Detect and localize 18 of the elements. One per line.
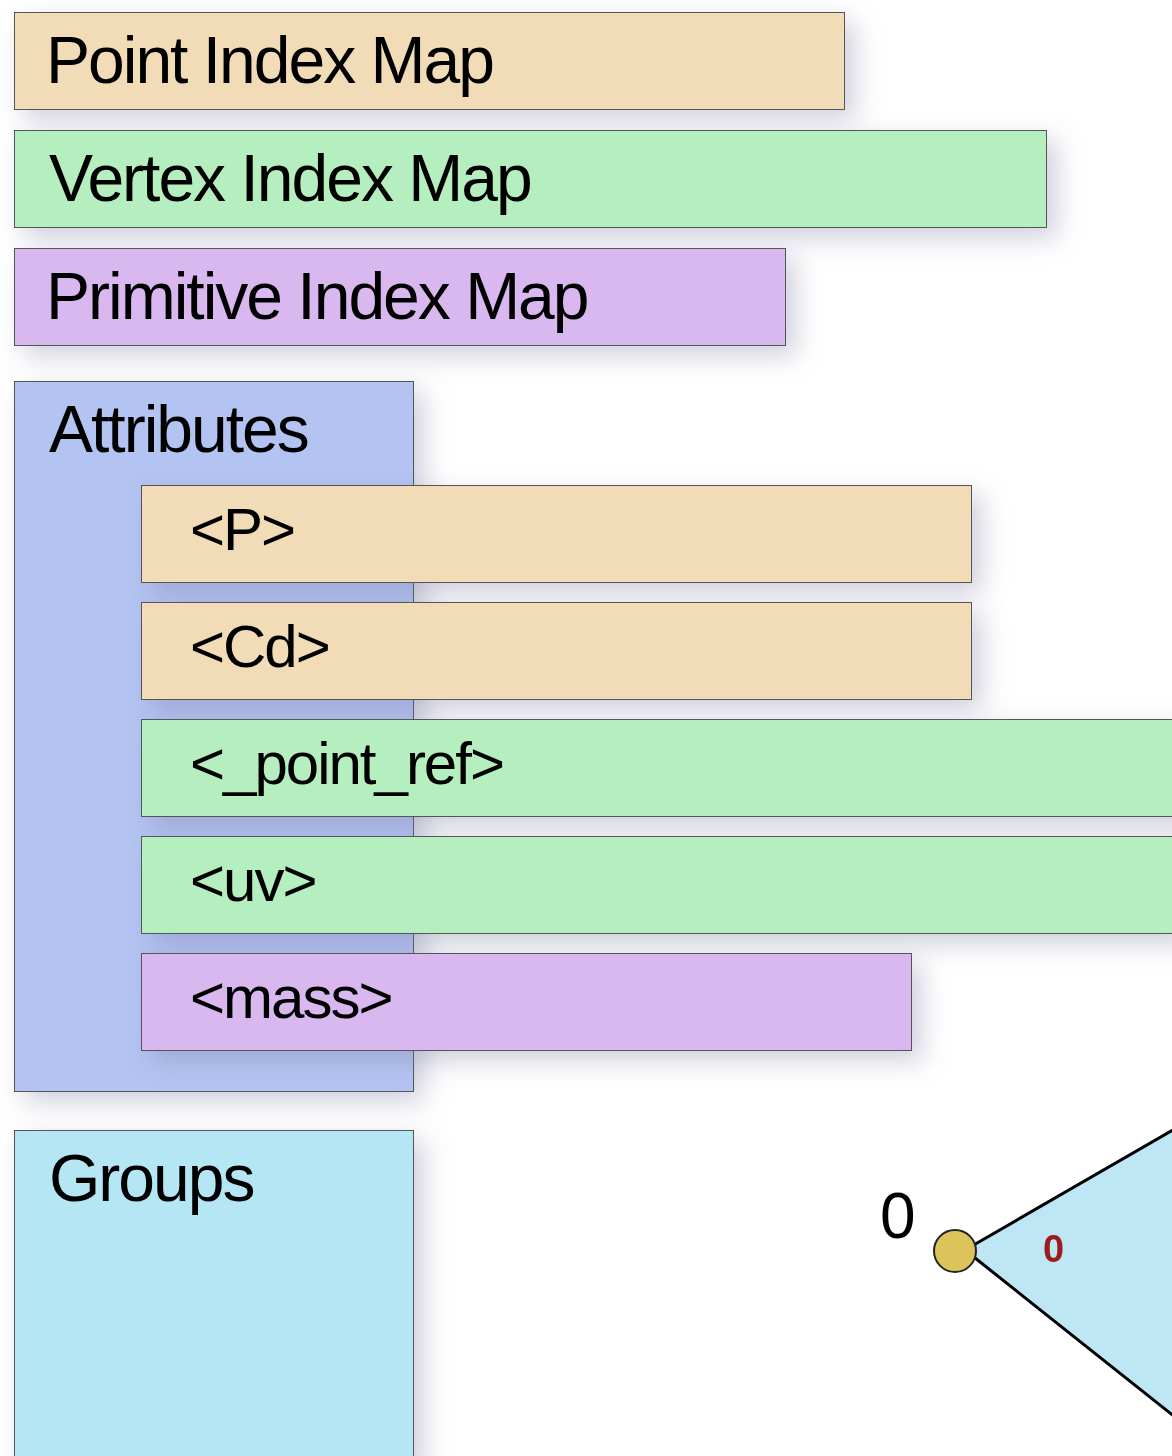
index-box xyxy=(141,602,972,700)
primitive-number: 0 xyxy=(1043,1230,1065,1268)
groups-panel xyxy=(14,1130,414,1456)
point-dot xyxy=(932,1228,978,1274)
point-number: 0 xyxy=(880,1184,916,1248)
index-box xyxy=(14,248,786,346)
box-label: <P> xyxy=(190,500,295,560)
index-box xyxy=(141,485,972,583)
index-box xyxy=(141,836,1172,934)
box-label: <_point_ref> xyxy=(190,734,503,794)
box-label: <mass> xyxy=(190,968,392,1028)
box-label: Attributes xyxy=(49,396,308,462)
box-label: <Cd> xyxy=(190,617,329,677)
index-box xyxy=(14,130,1047,228)
index-box xyxy=(141,953,912,1051)
box-label: <uv> xyxy=(190,851,316,911)
index-box xyxy=(14,12,845,110)
index-box xyxy=(141,719,1172,817)
